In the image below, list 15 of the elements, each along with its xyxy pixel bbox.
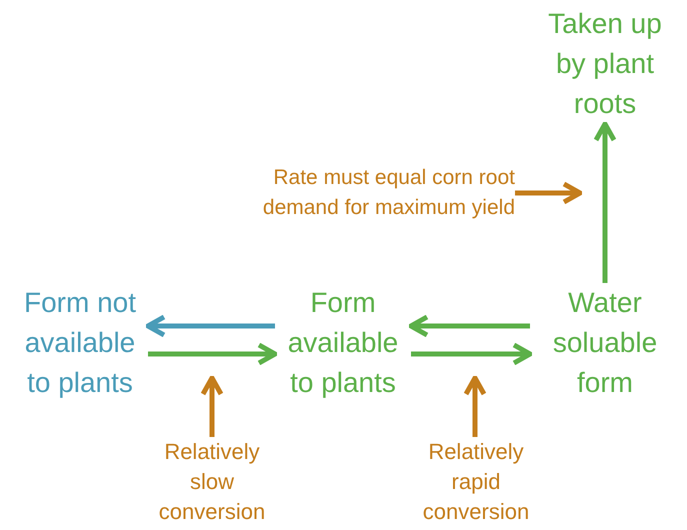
note-label: Relatively rapid conversion: [422, 438, 530, 526]
note-label: Rate must equal corn root demand for maximum yield: [262, 165, 515, 221]
arrow: [146, 314, 275, 338]
pool-label: Water soluable form: [552, 286, 658, 400]
arrow: [411, 342, 532, 366]
note-label: Relatively slow conversion: [158, 438, 266, 526]
arrow: [200, 376, 224, 437]
pool-label: Form available to plants: [286, 286, 400, 400]
arrow: [408, 314, 530, 338]
arrow: [464, 376, 486, 437]
arrow: [515, 182, 582, 204]
pool-label: Form not available to plants: [22, 286, 138, 400]
arrow: [594, 122, 616, 283]
outcome-label: Taken up by plant roots: [547, 7, 663, 121]
arrow: [148, 342, 278, 366]
